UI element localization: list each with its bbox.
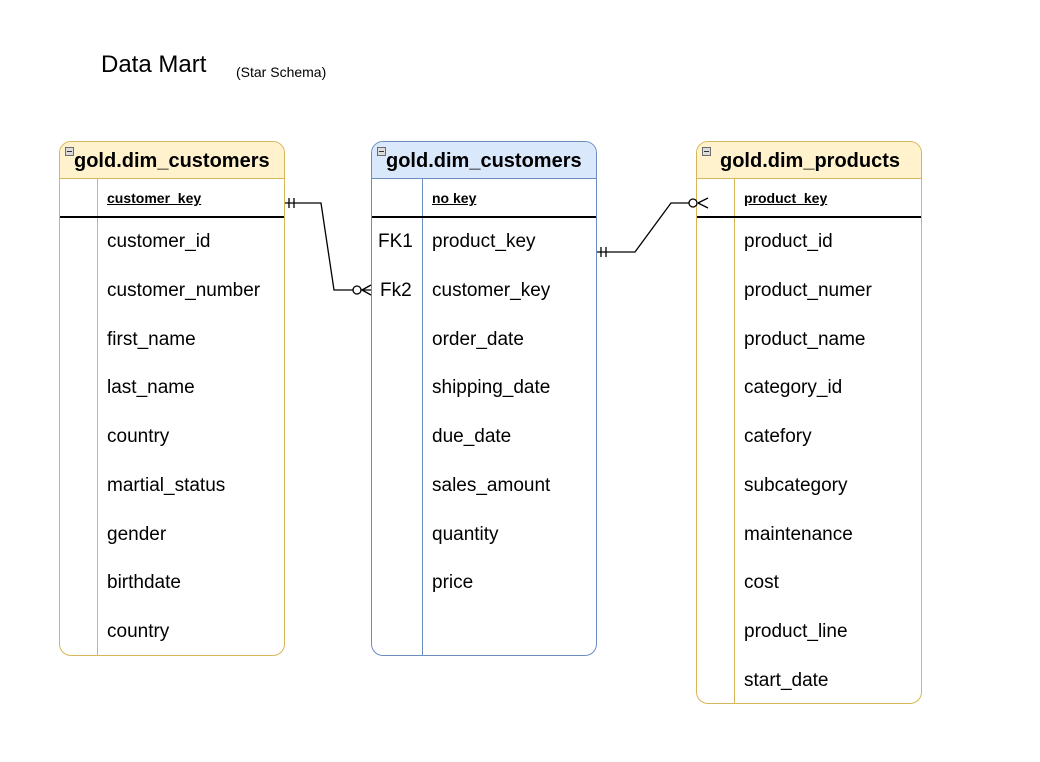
table-header[interactable]: gold.dim_customers	[60, 142, 284, 179]
relationship-customers-fact[interactable]	[285, 198, 372, 296]
table-dim-customers-left[interactable]: gold.dim_customers customer_key customer…	[59, 141, 285, 656]
column-divider	[422, 179, 423, 655]
field-row[interactable]: shipping_date	[432, 377, 551, 398]
field-row[interactable]: country	[107, 426, 170, 447]
table-header[interactable]: gold.dim_customers	[372, 142, 596, 179]
zero-marker	[352, 285, 362, 295]
table-header[interactable]: gold.dim_products	[697, 142, 921, 179]
field-row[interactable]: catefory	[744, 426, 812, 447]
field-row[interactable]: customer_key	[432, 280, 551, 301]
relationship-fact-products[interactable]	[597, 197, 709, 257]
many-marker	[697, 202, 709, 209]
table-name: gold.dim_customers	[386, 150, 582, 172]
field-row[interactable]: product_numer	[744, 280, 872, 301]
table-name: gold.dim_products	[720, 150, 900, 172]
field-row[interactable]: price	[432, 572, 474, 593]
field-row[interactable]: start_date	[744, 670, 829, 691]
field-row[interactable]: birthdate	[107, 572, 181, 593]
diagram-title: Data Mart	[101, 51, 207, 78]
fk-label: FK1	[378, 231, 413, 252]
pk-field[interactable]: no key	[432, 190, 477, 206]
field-row[interactable]: gender	[107, 524, 167, 545]
pk-separator	[697, 216, 921, 218]
pk-field[interactable]: product_key	[744, 190, 828, 206]
table-fact-center[interactable]: gold.dim_customers no key FK1 Fk2 produc…	[371, 141, 597, 656]
many-marker	[697, 197, 709, 204]
fk-label: Fk2	[380, 280, 412, 301]
field-row[interactable]: martial_status	[107, 475, 226, 496]
field-row[interactable]: product_line	[744, 621, 848, 642]
field-row[interactable]: due_date	[432, 426, 512, 447]
diagram-subtitle: (Star Schema)	[236, 64, 327, 80]
pk-separator	[372, 216, 596, 218]
table-name: gold.dim_customers	[74, 150, 270, 172]
field-row[interactable]: subcategory	[744, 475, 848, 496]
field-row[interactable]: maintenance	[744, 524, 853, 545]
field-row[interactable]: country	[107, 621, 170, 642]
field-row[interactable]: customer_number	[107, 280, 261, 301]
field-row[interactable]: quantity	[432, 524, 499, 545]
field-row[interactable]: sales_amount	[432, 475, 551, 496]
field-row[interactable]: customer_id	[107, 231, 211, 252]
many-marker	[361, 289, 372, 296]
many-marker	[361, 284, 372, 291]
zero-marker	[688, 198, 698, 208]
column-divider	[97, 179, 98, 655]
column-divider	[734, 179, 735, 703]
field-row[interactable]: product_id	[744, 231, 833, 252]
collapse-icon[interactable]	[65, 147, 74, 156]
field-row[interactable]: last_name	[107, 377, 195, 398]
collapse-icon[interactable]	[702, 147, 711, 156]
field-row[interactable]: product_name	[744, 329, 866, 350]
field-row[interactable]: first_name	[107, 329, 196, 350]
field-row[interactable]: order_date	[432, 329, 524, 350]
pk-field[interactable]: customer_key	[107, 190, 202, 206]
collapse-icon[interactable]	[377, 147, 386, 156]
field-row[interactable]: cost	[744, 572, 779, 593]
field-row[interactable]: product_key	[432, 231, 536, 252]
table-dim-products[interactable]: gold.dim_products product_key product_id…	[696, 141, 922, 704]
pk-separator	[60, 216, 284, 218]
field-row[interactable]: category_id	[744, 377, 843, 398]
